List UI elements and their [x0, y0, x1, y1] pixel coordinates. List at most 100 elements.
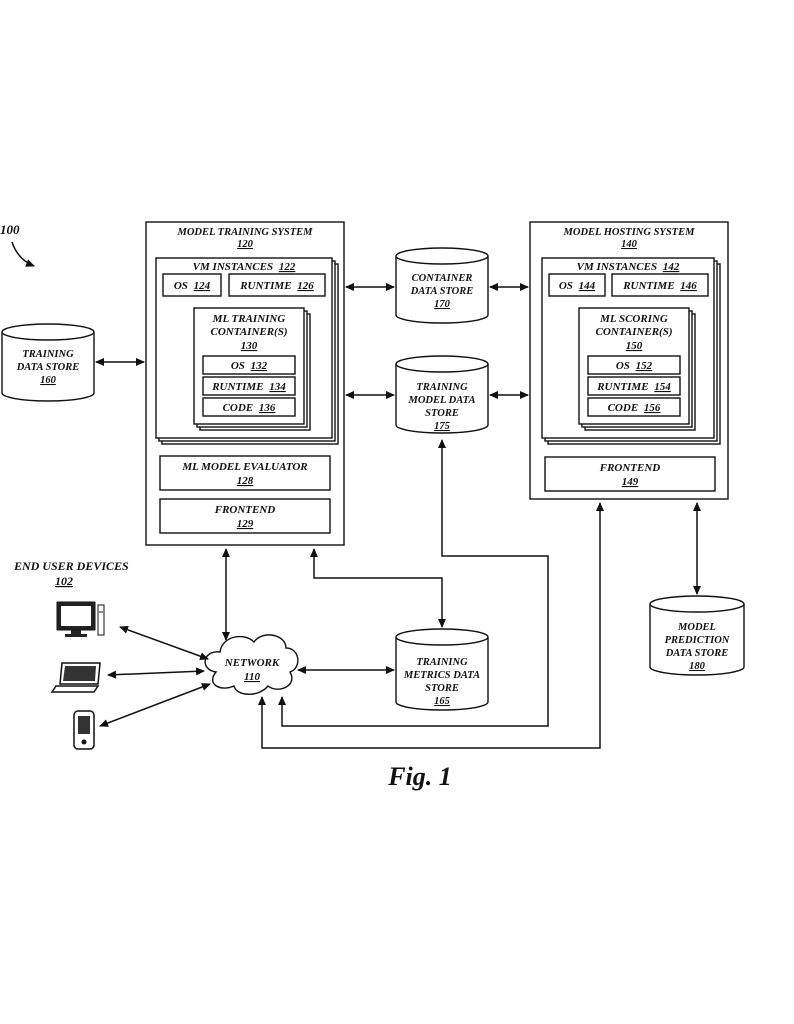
mts-title: MODEL TRAINING SYSTEM	[177, 227, 314, 238]
mts-container-code-number: 136	[259, 402, 276, 414]
svg-text:RUNTIME 154: RUNTIME 154	[596, 381, 671, 393]
mhs-os-number: 144	[579, 280, 596, 292]
mts-container-line1: ML TRAINING	[212, 313, 286, 325]
cds-line1: CONTAINER	[412, 273, 473, 284]
mhs-container-os-label: OS	[616, 360, 630, 372]
mhs-number: 140	[621, 239, 638, 250]
mts-container-number: 130	[241, 340, 258, 352]
mhs-vm-label: VM INSTANCES	[577, 261, 657, 273]
figure-caption: Fig. 1	[387, 762, 452, 791]
mts-container-code-box	[202, 397, 296, 417]
mts-evaluator-label: ML MODEL EVALUATOR	[181, 461, 307, 473]
tds-line2: DATA STORE	[16, 362, 80, 373]
mts-vm-label: VM INSTANCES	[193, 261, 273, 273]
svg-text:RUNTIME 126: RUNTIME 126	[239, 280, 314, 292]
tmeds-line1: TRAINING	[416, 657, 468, 668]
mhs-container-code-label: CODE	[608, 402, 639, 414]
mts-container-os-label: OS	[231, 360, 245, 372]
mhs-runtime-label: RUNTIME	[622, 280, 674, 292]
mts-container-code-label: CODE	[223, 402, 254, 414]
figure-ref-arrow	[11, 241, 35, 267]
connectors	[95, 283, 701, 749]
mts-os-label: OS	[174, 280, 188, 292]
mts-frontend-number: 129	[237, 518, 254, 530]
end-user-devices-number: 102	[55, 574, 73, 588]
tmds-line3: STORE	[425, 408, 459, 419]
mhs-container-runtime-number: 154	[654, 381, 671, 393]
laptop-icon	[50, 662, 101, 693]
mpds-number: 180	[689, 661, 706, 672]
mhs-title: MODEL HOSTING SYSTEM	[563, 227, 696, 238]
mts-number: 120	[237, 239, 254, 250]
mpds-line1: MODEL	[677, 622, 716, 633]
tmeds-line3: STORE	[425, 683, 459, 694]
svg-text:OS 152: OS 152	[616, 360, 653, 372]
svg-text:CODE 156: CODE 156	[608, 402, 661, 414]
mhs-container-runtime-label: RUNTIME	[596, 381, 648, 393]
mts-runtime-label: RUNTIME	[239, 280, 291, 292]
svg-text:VM INSTANCES 122: VM INSTANCES 122	[193, 261, 296, 273]
svg-text:CODE 136: CODE 136	[223, 402, 276, 414]
tmeds-line2: METRICS DATA	[403, 670, 480, 681]
mts-os-number: 124	[194, 280, 211, 292]
container-data-store: CONTAINER DATA STORE 170	[395, 247, 489, 324]
end-user-devices-label: END USER DEVICES	[13, 559, 129, 573]
mobile-phone-icon	[73, 710, 95, 750]
mhs-runtime-box	[611, 273, 709, 297]
mhs-vm-number: 142	[663, 261, 680, 273]
mhs-container-number: 150	[626, 340, 643, 352]
figure-ref-label: 100	[0, 222, 20, 237]
mts-container-runtime-box	[202, 376, 296, 396]
mhs-container-os-box	[587, 355, 681, 375]
mts-container-os-number: 132	[251, 360, 268, 372]
cds-number: 170	[434, 299, 451, 310]
mhs-frontend-label: FRONTEND	[599, 462, 661, 474]
svg-text:RUNTIME 134: RUNTIME 134	[211, 381, 286, 393]
svg-text:OS 124: OS 124	[174, 280, 211, 292]
mpds-line2: PREDICTION	[665, 635, 730, 646]
training-metrics-data-store: TRAINING METRICS DATA STORE 165	[395, 628, 489, 711]
svg-text:OS 132: OS 132	[231, 360, 268, 372]
tmds-number: 175	[434, 421, 450, 432]
network-label: NETWORK	[224, 657, 280, 669]
mts-vm-number: 122	[279, 261, 296, 273]
mhs-frontend-box	[544, 456, 716, 492]
mhs-container-runtime-box	[587, 376, 681, 396]
mts-runtime-number: 126	[297, 280, 314, 292]
tmds-line2: MODEL DATA	[408, 395, 476, 406]
mhs-container-line2: CONTAINER(S)	[595, 326, 672, 338]
model-training-system: MODEL TRAINING SYSTEM 120 VM INSTANCES 1…	[145, 221, 345, 546]
mpds-line3: DATA STORE	[665, 648, 729, 659]
network-cloud: NETWORK 110	[204, 634, 299, 695]
tmds-line1: TRAINING	[416, 382, 468, 393]
model-hosting-system: MODEL HOSTING SYSTEM 140 VM INSTANCES 14…	[529, 221, 729, 500]
mts-container-runtime-label: RUNTIME	[211, 381, 263, 393]
mhs-container-os-number: 152	[636, 360, 653, 372]
mts-os-box	[162, 273, 222, 297]
mhs-os-label: OS	[559, 280, 573, 292]
mhs-container-code-number: 156	[644, 402, 661, 414]
desktop-computer-icon	[56, 601, 105, 637]
training-model-data-store: TRAINING MODEL DATA STORE 175	[395, 355, 489, 434]
mts-runtime-box	[228, 273, 326, 297]
mts-container-line2: CONTAINER(S)	[210, 326, 287, 338]
mts-frontend-label: FRONTEND	[214, 504, 276, 516]
svg-text:OS 144: OS 144	[559, 280, 596, 292]
mts-evaluator-number: 128	[237, 475, 254, 487]
model-prediction-data-store: MODEL PREDICTION DATA STORE 180	[649, 595, 745, 676]
mts-container-runtime-number: 134	[269, 381, 286, 393]
mhs-os-box	[548, 273, 606, 297]
mhs-runtime-number: 146	[680, 280, 697, 292]
mhs-container-line1: ML SCORING	[599, 313, 668, 325]
svg-text:RUNTIME 146: RUNTIME 146	[622, 280, 697, 292]
mhs-container-code-box	[587, 397, 681, 417]
mhs-frontend-number: 149	[622, 476, 639, 488]
svg-text:VM INSTANCES 142: VM INSTANCES 142	[577, 261, 680, 273]
mts-container-os-box	[202, 355, 296, 375]
tmeds-number: 165	[434, 696, 450, 707]
tds-line1: TRAINING	[22, 349, 74, 360]
cds-line2: DATA STORE	[410, 286, 474, 297]
network-number: 110	[244, 671, 260, 683]
tds-number: 160	[40, 375, 57, 386]
